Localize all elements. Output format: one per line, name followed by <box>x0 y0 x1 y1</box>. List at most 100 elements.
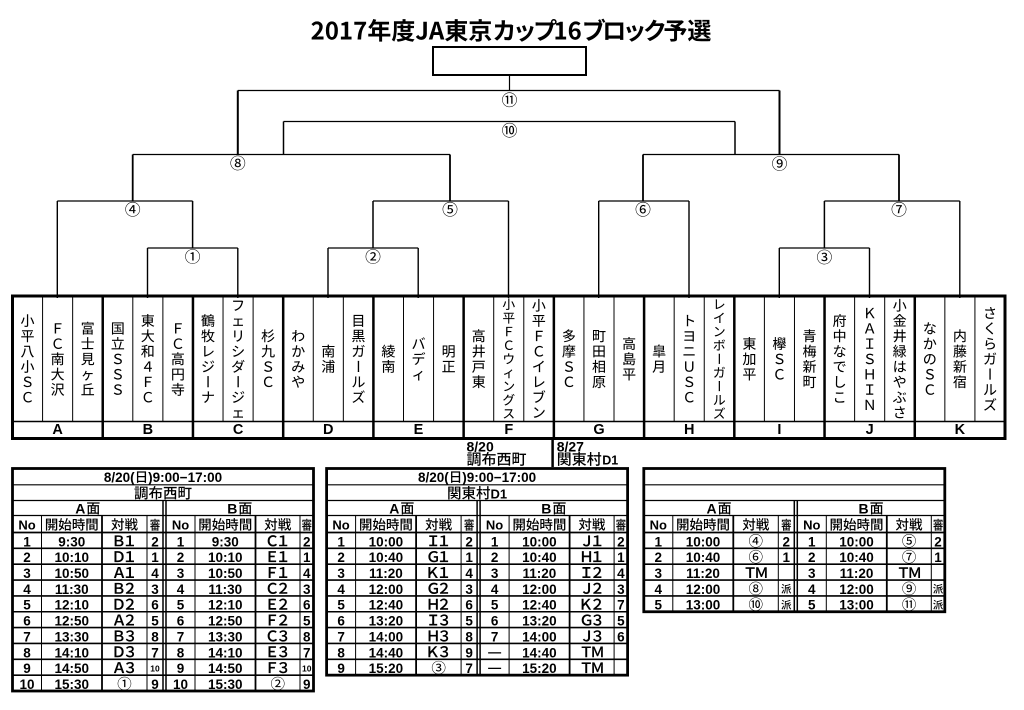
svg-text:13:20: 13:20 <box>369 614 404 629</box>
svg-text:D1: D1 <box>602 454 618 468</box>
svg-text:10:50: 10:50 <box>54 566 89 581</box>
svg-text:13:20: 13:20 <box>522 614 557 629</box>
svg-text:4: 4 <box>177 582 185 597</box>
svg-text:4: 4 <box>23 582 31 597</box>
svg-text:5: 5 <box>655 598 663 613</box>
svg-text:10:00: 10:00 <box>369 534 404 549</box>
svg-text:7: 7 <box>151 645 159 660</box>
svg-text:2: 2 <box>491 550 499 565</box>
svg-text:1: 1 <box>303 550 311 565</box>
svg-text:9: 9 <box>151 677 159 692</box>
svg-text:1: 1 <box>177 534 185 549</box>
svg-text:1: 1 <box>655 534 663 549</box>
svg-text:14:50: 14:50 <box>208 661 243 676</box>
svg-text:1: 1 <box>337 534 345 549</box>
svg-text:6: 6 <box>151 598 159 613</box>
svg-text:12:00: 12:00 <box>522 582 557 597</box>
svg-text:10:00: 10:00 <box>839 534 874 549</box>
svg-text:6: 6 <box>177 614 185 629</box>
svg-text:9: 9 <box>303 677 311 692</box>
svg-text:A: A <box>706 500 716 516</box>
svg-text:8: 8 <box>151 629 159 644</box>
svg-text:7: 7 <box>465 661 473 676</box>
svg-text:B: B <box>541 500 551 516</box>
svg-text:No: No <box>650 518 667 533</box>
svg-text:E: E <box>414 422 424 438</box>
svg-text:11:20: 11:20 <box>369 566 403 581</box>
svg-text:8/20: 8/20 <box>467 438 494 454</box>
svg-text:13:30: 13:30 <box>54 629 89 644</box>
svg-text:2: 2 <box>151 534 159 549</box>
svg-text:4: 4 <box>808 582 816 597</box>
svg-text:7: 7 <box>491 629 499 644</box>
svg-text:3: 3 <box>808 566 816 581</box>
svg-text:3: 3 <box>177 566 185 581</box>
svg-text:9: 9 <box>465 645 473 660</box>
svg-text:2: 2 <box>617 534 625 549</box>
svg-text:7: 7 <box>617 598 625 613</box>
svg-text:3: 3 <box>151 582 159 597</box>
svg-text:10:00: 10:00 <box>522 534 557 549</box>
svg-text:J: J <box>866 422 874 438</box>
svg-text:3: 3 <box>617 582 625 597</box>
svg-text:I: I <box>777 422 781 438</box>
svg-text:8: 8 <box>177 645 185 660</box>
svg-text:A: A <box>75 500 85 516</box>
svg-text:2: 2 <box>303 534 311 549</box>
svg-text:14:10: 14:10 <box>208 645 243 660</box>
svg-text:7: 7 <box>177 629 185 644</box>
svg-text:13:00: 13:00 <box>839 598 874 613</box>
svg-text:7: 7 <box>23 629 31 644</box>
svg-text:2: 2 <box>783 534 791 549</box>
svg-text:12:50: 12:50 <box>54 614 89 629</box>
svg-text:G: G <box>593 422 604 438</box>
svg-text:10: 10 <box>19 677 34 692</box>
svg-text:12:00: 12:00 <box>686 582 721 597</box>
svg-text:6: 6 <box>23 614 31 629</box>
svg-text:9:30: 9:30 <box>212 534 239 549</box>
svg-text:10:50: 10:50 <box>208 566 243 581</box>
svg-text:10:00: 10:00 <box>686 534 721 549</box>
svg-text:3: 3 <box>655 566 663 581</box>
svg-text:2: 2 <box>465 534 473 549</box>
svg-text:5: 5 <box>337 598 345 613</box>
svg-text:1: 1 <box>465 550 473 565</box>
svg-text:F: F <box>504 422 513 438</box>
svg-text:14:10: 14:10 <box>54 645 89 660</box>
svg-text:9:30: 9:30 <box>58 534 85 549</box>
svg-text:3: 3 <box>337 566 345 581</box>
svg-text:10:40: 10:40 <box>839 550 874 565</box>
svg-text:3: 3 <box>23 566 31 581</box>
svg-text:14:50: 14:50 <box>54 661 89 676</box>
svg-text:A: A <box>52 422 63 438</box>
svg-text:8: 8 <box>23 645 31 660</box>
svg-text:7: 7 <box>303 645 311 660</box>
svg-text:11:20: 11:20 <box>686 566 720 581</box>
svg-text:14:40: 14:40 <box>522 645 557 660</box>
svg-text:6: 6 <box>465 598 473 613</box>
svg-text:15:20: 15:20 <box>369 661 404 676</box>
svg-text:3: 3 <box>465 582 473 597</box>
svg-text:2: 2 <box>655 550 663 565</box>
svg-text:2: 2 <box>808 550 816 565</box>
svg-text:No: No <box>172 518 189 533</box>
svg-text:1: 1 <box>151 550 159 565</box>
svg-text:No: No <box>803 518 820 533</box>
svg-text:11:30: 11:30 <box>55 582 89 597</box>
svg-text:K: K <box>955 422 966 438</box>
svg-text:A: A <box>389 500 399 516</box>
svg-text:3: 3 <box>491 566 499 581</box>
svg-text:12:00: 12:00 <box>369 582 404 597</box>
svg-text:1: 1 <box>783 550 791 565</box>
svg-text:13:00: 13:00 <box>686 598 721 613</box>
svg-text:11:20: 11:20 <box>522 566 556 581</box>
svg-text:5: 5 <box>617 614 625 629</box>
svg-text:8: 8 <box>303 629 311 644</box>
svg-text:)9:00−17:00: )9:00−17:00 <box>148 470 222 485</box>
svg-text:12:10: 12:10 <box>54 598 89 613</box>
svg-text:5: 5 <box>151 614 159 629</box>
svg-text:No: No <box>332 518 349 533</box>
svg-text:5: 5 <box>491 598 499 613</box>
svg-text:2: 2 <box>23 550 31 565</box>
svg-text:14:00: 14:00 <box>369 629 404 644</box>
